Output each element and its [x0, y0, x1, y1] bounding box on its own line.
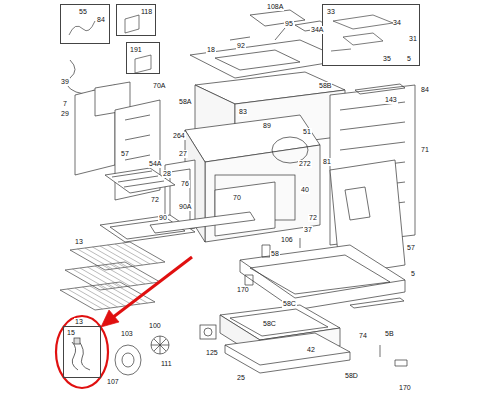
callout-number: 34A	[310, 26, 324, 34]
callout-number: 58	[270, 250, 280, 258]
callout-number: 27	[178, 150, 188, 158]
callout-number: 84	[420, 86, 430, 94]
callout-number: 71	[420, 146, 430, 154]
callout-number: 81	[322, 158, 332, 166]
rack-wire	[103, 265, 138, 285]
callout-number: 31	[409, 35, 417, 43]
callout-number: 40	[300, 186, 310, 194]
rack-wire	[83, 287, 118, 307]
callout-number: 89	[262, 122, 272, 130]
callout-number: 272	[298, 160, 312, 168]
callout-number: 29	[60, 110, 70, 118]
callout-number: 70	[232, 194, 242, 202]
rack-wire	[98, 285, 133, 305]
callout-number: 191	[130, 46, 142, 54]
callout-number: 39	[60, 78, 70, 86]
rack-wire	[108, 245, 143, 265]
rack-wire	[75, 288, 110, 308]
callout-number: 5B	[384, 330, 395, 338]
callout-number: 118	[141, 8, 152, 16]
callout-number: 58D	[344, 372, 359, 380]
callout-number: 58C	[262, 320, 277, 328]
callout-number: 90	[158, 214, 168, 222]
inset-box: 15	[63, 326, 101, 378]
callout-number: 7	[62, 100, 68, 108]
callout-number: 108A	[266, 3, 284, 11]
callout-number: 170	[236, 286, 250, 294]
callout-number: 72	[150, 196, 160, 204]
rack-wire	[123, 243, 158, 263]
inset-box: 191	[126, 42, 160, 74]
callout-number: 33	[327, 8, 335, 16]
callout-number: 58C	[282, 300, 297, 308]
callout-number: 264	[172, 132, 186, 140]
callout-number: 111	[160, 360, 173, 368]
rack-wire	[90, 286, 125, 306]
rack-wire	[110, 264, 145, 284]
callout-number: 106	[280, 236, 294, 244]
callout-number: 13	[74, 238, 84, 246]
callout-number: 84	[97, 16, 105, 24]
callout-number: 74	[358, 332, 368, 340]
rack-wire	[113, 283, 148, 303]
callout-number: 100	[148, 322, 162, 330]
callout-number: 70A	[152, 82, 166, 90]
callout-number: 51	[302, 128, 312, 136]
callout-number: 92	[236, 42, 246, 50]
callout-number: 42	[306, 346, 316, 354]
inset-box: 118	[116, 4, 156, 36]
callout-number: 57	[120, 150, 130, 158]
callout-number: 143	[384, 96, 398, 104]
callout-number: 90A	[178, 203, 192, 211]
rack-wire	[118, 263, 153, 283]
callout-number: 18	[206, 46, 216, 54]
callout-number: 103	[120, 330, 134, 338]
callout-number: 25	[236, 374, 246, 382]
callout-number: 95	[284, 20, 294, 28]
callout-number: 72	[308, 214, 318, 222]
callout-number: 58B	[318, 82, 332, 90]
callout-number: 76	[180, 180, 190, 188]
callout-number: 83	[238, 108, 248, 116]
callout-number: 5	[407, 55, 411, 63]
callout-number: 28	[162, 170, 172, 178]
part-sketch	[323, 5, 419, 67]
callout-number: 58A	[178, 98, 192, 106]
callout-number: 15	[67, 329, 75, 337]
callout-number: 107	[106, 378, 120, 386]
callout-number: 170	[398, 384, 412, 392]
callout-number: 125	[205, 349, 219, 357]
callout-number: 54A	[148, 160, 162, 168]
callout-number: 13	[74, 318, 84, 326]
callout-number: 35	[383, 55, 391, 63]
callout-number: 37	[303, 226, 313, 234]
inset-box: 55 84	[60, 4, 110, 44]
callout-number: 55	[79, 8, 87, 16]
rack-wire	[115, 244, 150, 264]
inset-box: 33 34 31 35 5	[322, 4, 420, 66]
callout-number: 34	[393, 19, 401, 27]
callout-number: 5	[410, 270, 416, 278]
rack-wire	[68, 289, 103, 309]
callout-number: 57	[406, 244, 416, 252]
